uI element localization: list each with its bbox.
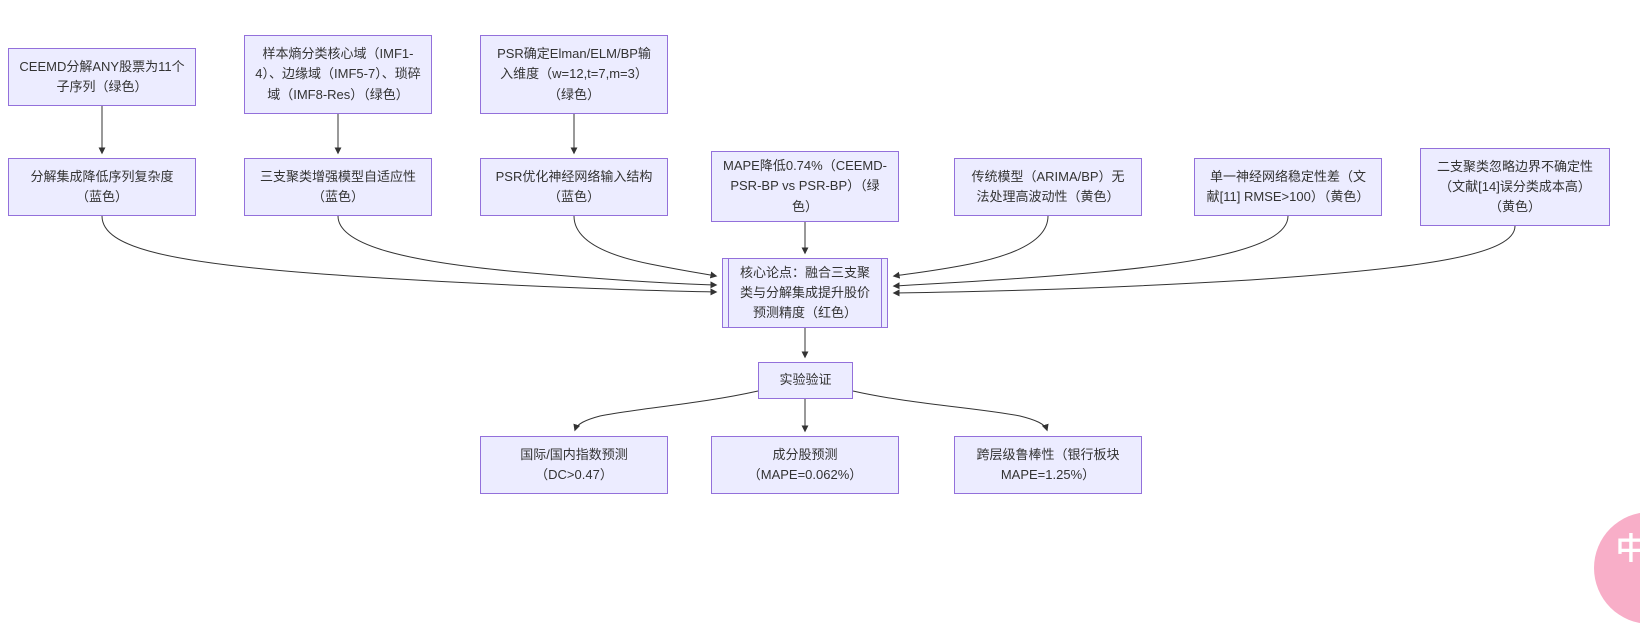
edge-traditional-to-core: [892, 215, 1049, 279]
edge-singlenn-to-core: [892, 215, 1289, 290]
node-decompose-complexity: 分解集成降低序列复杂度（蓝色）: [8, 158, 196, 216]
node-psr-dimension: PSR确定Elman/ELM/BP输入维度（w=12,t=7,m=3）（绿色）: [480, 35, 668, 114]
node-ceemd-decompose: CEEMD分解ANY股票为11个子序列（绿色）: [8, 48, 196, 106]
node-sample-entropy: 样本熵分类核心域（IMF1-4）、边缘域（IMF5-7）、琐碎域（IMF8-Re…: [244, 35, 432, 114]
node-experiment: 实验验证: [758, 362, 853, 399]
node-constituent-forecast: 成分股预测（MAPE=0.062%）: [711, 436, 899, 494]
edge-structure-to-core: [573, 215, 718, 279]
language-toggle-button[interactable]: 中A: [1594, 512, 1640, 624]
node-mape-reduce: MAPE降低0.74%（CEEMD-PSR-BP vs PSR-BP）（绿色）: [711, 151, 899, 222]
node-psr-structure: PSR优化神经网络输入结构（蓝色）: [480, 158, 668, 216]
edge-experiment-to-index: [573, 390, 759, 432]
edge-complexity-to-core: [101, 215, 718, 296]
edge-adaptive-to-core: [337, 215, 718, 289]
node-traditional-limit: 传统模型（ARIMA/BP）无法处理高波动性（黄色）: [954, 158, 1142, 216]
node-robustness: 跨层级鲁棒性（银行板块 MAPE=1.25%）: [954, 436, 1142, 494]
flowchart-canvas: CEEMD分解ANY股票为11个子序列（绿色） 样本熵分类核心域（IMF1-4）…: [8, 35, 1640, 624]
node-core-thesis: 核心论点：融合三支聚类与分解集成提升股价预测精度（红色）: [722, 258, 888, 328]
edge-experiment-to-robustness: [852, 390, 1049, 432]
language-toggle-label: 中A: [1616, 533, 1640, 566]
edge-twoway-to-core: [892, 225, 1516, 297]
node-index-forecast: 国际/国内指数预测（DC>0.47）: [480, 436, 668, 494]
node-two-way-limit: 二支聚类忽略边界不确定性（文献[14]误分类成本高）（黄色）: [1420, 148, 1610, 226]
node-single-nn-unstable: 单一神经网络稳定性差（文献[11] RMSE>100）（黄色）: [1194, 158, 1382, 216]
node-three-way-adaptive: 三支聚类增强模型自适应性（蓝色）: [244, 158, 432, 216]
